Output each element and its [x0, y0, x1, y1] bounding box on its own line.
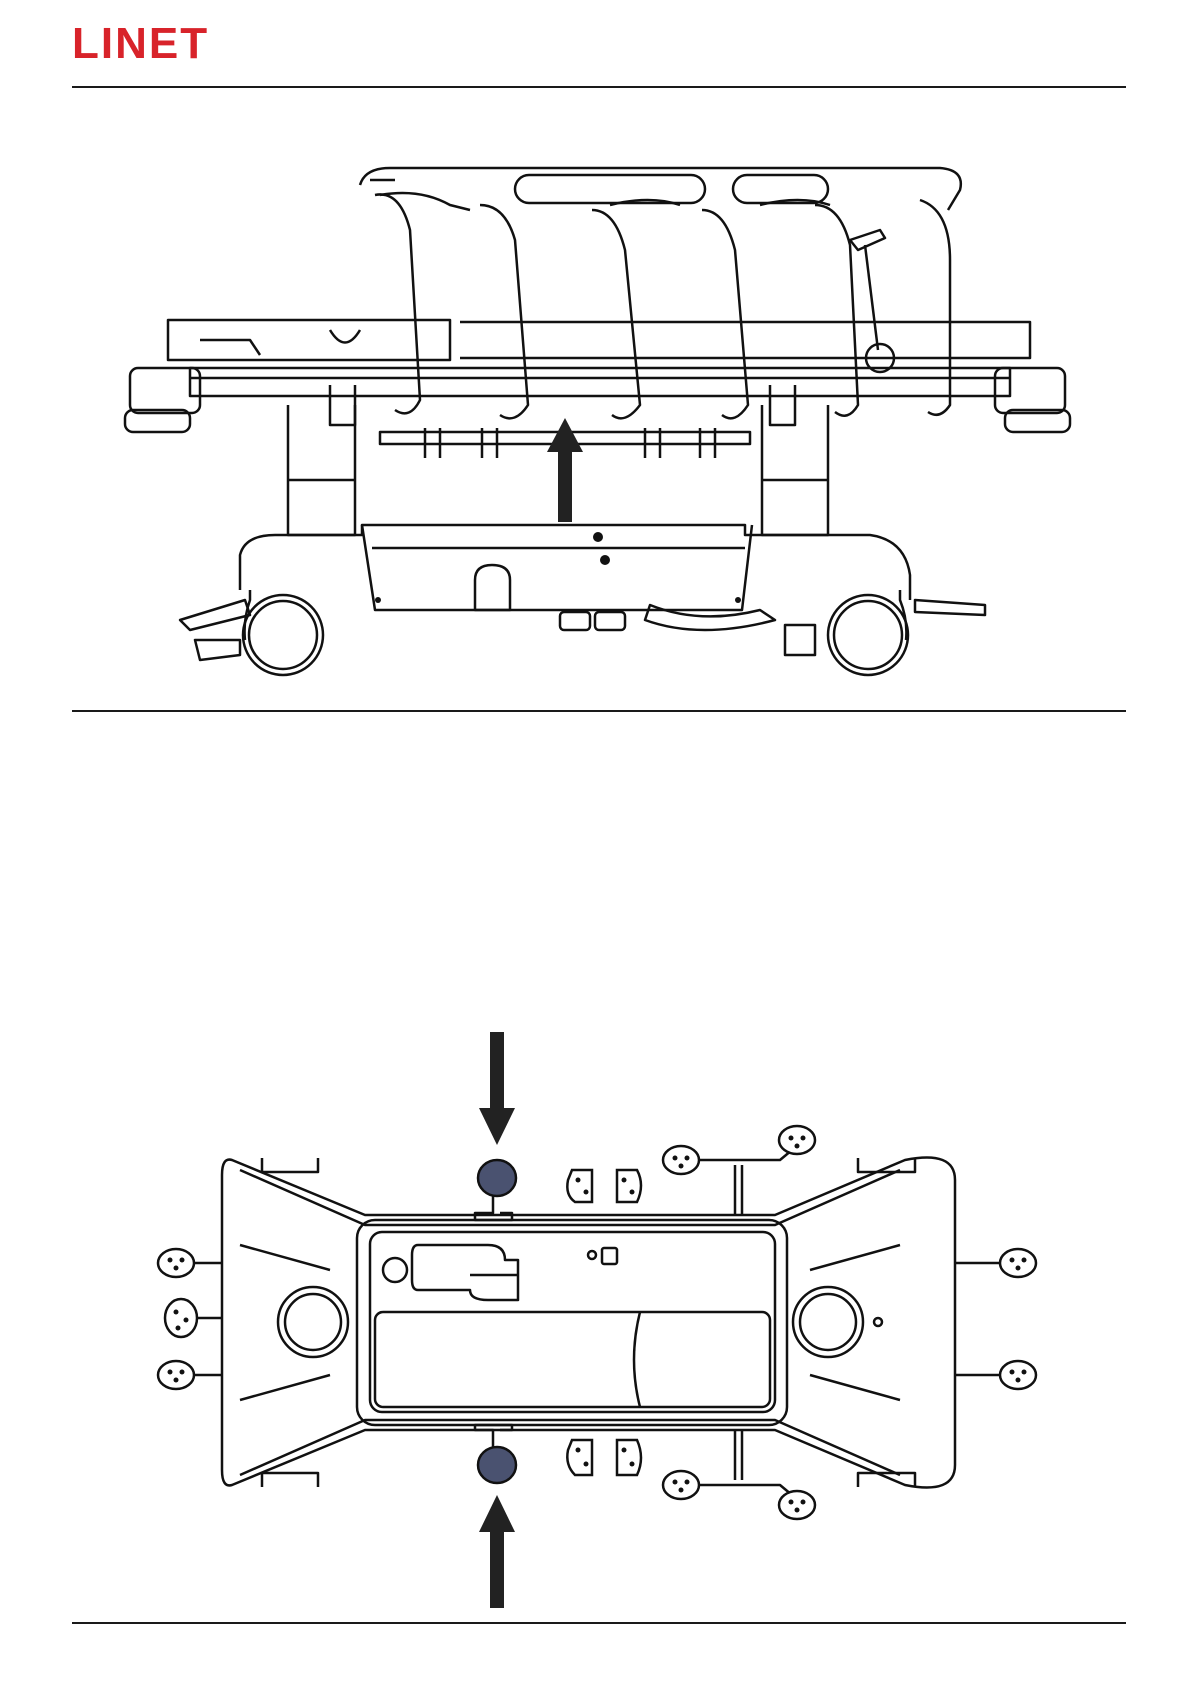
arrow-down-icon — [479, 1032, 515, 1145]
highlighted-pedal-top — [478, 1160, 516, 1196]
linet-logo: LINET — [72, 18, 252, 68]
figure-divider-rule — [72, 710, 1126, 712]
highlighted-pedal-bottom — [478, 1447, 516, 1483]
arrow-up-icon — [547, 418, 583, 522]
footer-rule — [72, 1622, 1126, 1624]
header-rule — [72, 86, 1126, 88]
stretcher-base-top-view — [0, 1020, 1191, 1620]
arrow-up-icon — [479, 1495, 515, 1608]
stretcher-side-view — [0, 150, 1191, 690]
logo-text: LINET — [72, 19, 209, 68]
